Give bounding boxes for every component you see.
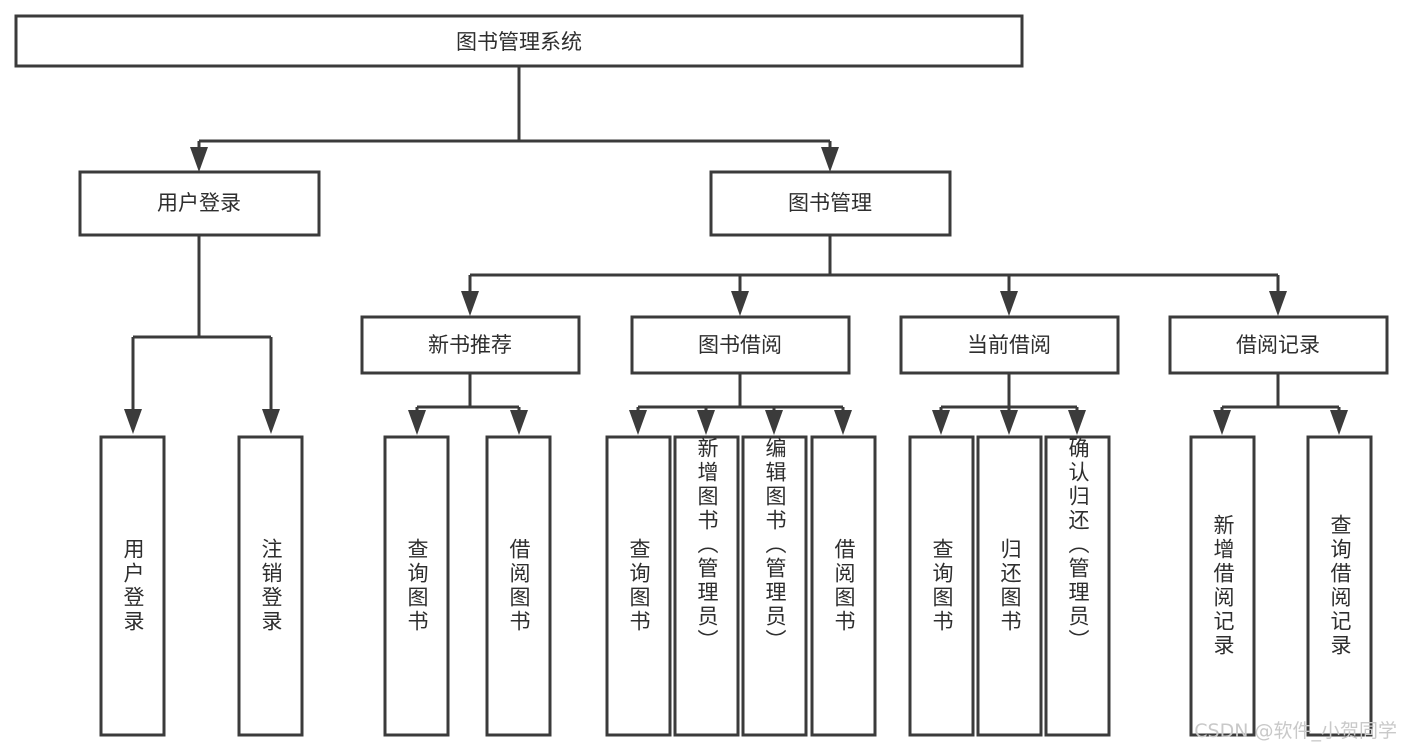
- leaf-new-book-2[interactable]: [485, 435, 552, 737]
- node-new-book-recommend-label: 新书推荐: [428, 333, 512, 357]
- leaf-book-borrow-2[interactable]: [673, 435, 740, 737]
- leaf-new-book-1[interactable]: [383, 435, 450, 737]
- arrow-current-leaf-3: [1068, 410, 1086, 435]
- leaf-book-borrow-4[interactable]: [810, 435, 877, 737]
- arrow-userlogin-leaf-2: [262, 409, 280, 434]
- arrow-root-to-bookmgmt: [821, 147, 839, 172]
- leaf-current-borrow-3[interactable]: [1044, 435, 1111, 737]
- arrow-newbook-leaf-1: [408, 410, 426, 435]
- arrow-record-leaf-1: [1213, 410, 1231, 435]
- leaf-book-borrow-3[interactable]: [741, 435, 808, 737]
- node-layer: 图书管理系统 用户登录 图书管理 新书推荐 图书借阅 当前借阅 借阅记录: [14, 14, 1389, 737]
- watermark-text: CSDN @软件_小贺同学: [1194, 720, 1397, 742]
- leaf-borrow-record-1[interactable]: [1189, 435, 1256, 737]
- leaf-borrow-record-2[interactable]: [1306, 435, 1373, 737]
- node-book-management[interactable]: [709, 170, 952, 237]
- arrow-record-leaf-2: [1330, 410, 1348, 435]
- node-book-borrow[interactable]: [630, 315, 851, 375]
- connector-layer: [124, 66, 1348, 435]
- node-root-book-management-system[interactable]: [14, 14, 1024, 68]
- arrow-newbook-leaf-2: [510, 410, 528, 435]
- arrow-current-leaf-2: [1000, 410, 1018, 435]
- arrow-bookmgmt-to-record: [1269, 291, 1287, 316]
- leaf-user-login-2[interactable]: [237, 435, 304, 737]
- node-current-borrow-label: 当前借阅: [967, 333, 1051, 357]
- arrow-bookmgmt-to-newbook: [461, 291, 479, 316]
- leaf-book-borrow-1[interactable]: [605, 435, 672, 737]
- arrow-borrow-leaf-2: [697, 410, 715, 435]
- node-user-login-label: 用户登录: [157, 191, 241, 215]
- leaf-current-borrow-1[interactable]: [908, 435, 975, 737]
- arrow-borrow-leaf-4: [834, 410, 852, 435]
- node-current-borrow[interactable]: [899, 315, 1120, 375]
- node-borrow-record[interactable]: [1168, 315, 1389, 375]
- node-root-label: 图书管理系统: [456, 30, 582, 54]
- arrow-bookmgmt-to-borrow: [731, 291, 749, 316]
- node-new-book-recommend[interactable]: [360, 315, 581, 375]
- node-user-login[interactable]: [78, 170, 321, 237]
- arrow-current-leaf-1: [932, 410, 950, 435]
- arrow-borrow-leaf-1: [629, 410, 647, 435]
- node-borrow-record-label: 借阅记录: [1236, 333, 1320, 357]
- arrow-bookmgmt-to-current: [1000, 291, 1018, 316]
- node-book-management-label: 图书管理: [788, 191, 872, 215]
- leaf-user-login-1[interactable]: [99, 435, 166, 737]
- arrow-userlogin-leaf-1: [124, 409, 142, 434]
- arrow-root-to-userlogin: [190, 147, 208, 172]
- node-book-borrow-label: 图书借阅: [698, 333, 782, 357]
- arrow-borrow-leaf-3: [765, 410, 783, 435]
- leaf-current-borrow-2[interactable]: [976, 435, 1043, 737]
